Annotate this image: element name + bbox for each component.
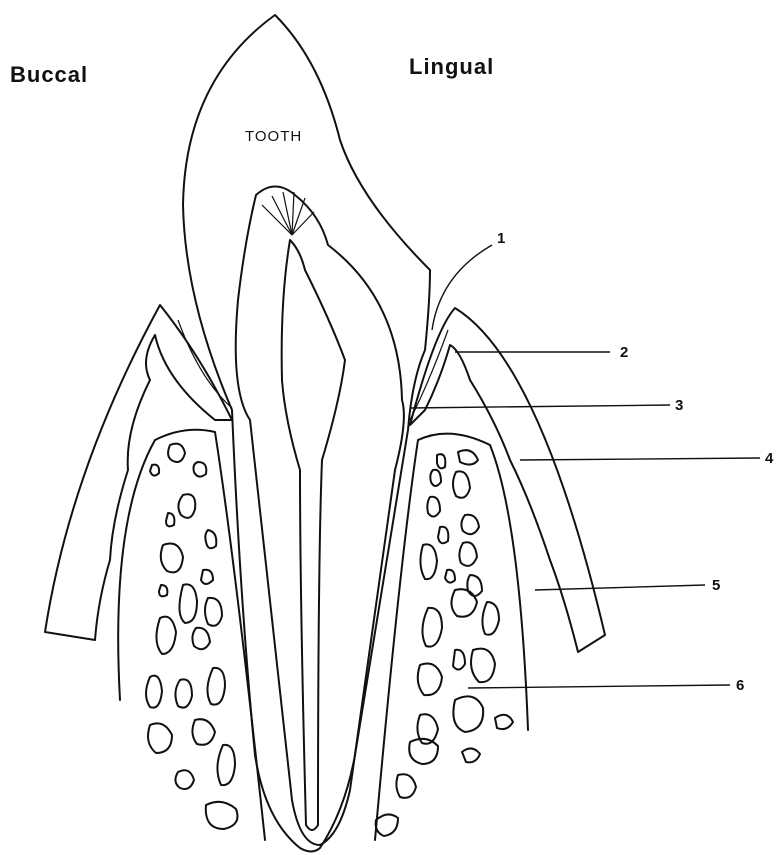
callout-leaders (410, 245, 760, 688)
buccal-alveolar-bone (118, 430, 265, 840)
tooth-outline (183, 15, 430, 852)
leader-4 (520, 458, 760, 460)
buccal-label: Buccal (10, 62, 88, 88)
tooth-label: TOOTH (245, 128, 302, 145)
callout-4: 4 (765, 450, 773, 467)
buccal-gingiva (45, 305, 232, 640)
leader-1 (432, 245, 492, 330)
callout-1: 1 (497, 230, 505, 247)
buccal-marrow-spaces (146, 444, 238, 829)
pulp-canal (282, 240, 345, 830)
lingual-gingiva (410, 308, 605, 652)
callout-3: 3 (675, 397, 683, 414)
callout-2: 2 (620, 344, 628, 361)
lingual-label: Lingual (409, 54, 494, 80)
callout-5: 5 (712, 577, 720, 594)
leader-3 (410, 405, 670, 408)
pulp-horn-lines (262, 192, 314, 235)
callout-6: 6 (736, 677, 744, 694)
leader-6 (468, 685, 730, 688)
